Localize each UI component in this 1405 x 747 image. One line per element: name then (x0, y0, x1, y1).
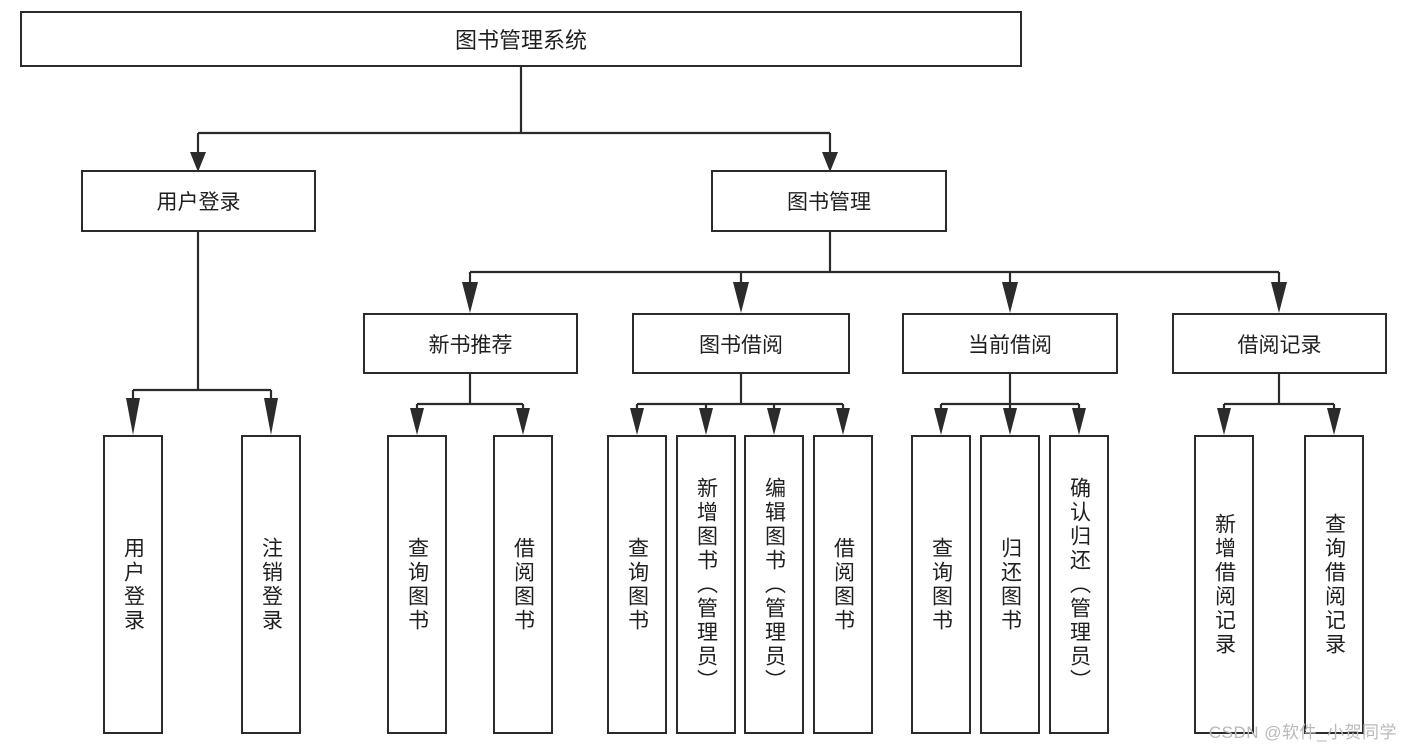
leaf-user-login-login[interactable]: 用户登录 (103, 435, 163, 734)
arrowhead-leaf-borrow-records-0 (1217, 408, 1231, 435)
arrowhead-leaf-current-borrow-2 (1072, 408, 1086, 435)
node-book-borrow[interactable]: 图书借阅 (632, 313, 850, 374)
arrowhead-level3-2 (1002, 282, 1018, 313)
leaf-book-borrow-query-book[interactable]: 查询图书 (607, 435, 667, 734)
leaf-label: 归还图书 (998, 536, 1022, 633)
arrowhead-leaf-book-borrow-0 (630, 408, 644, 435)
leaf-book-borrow-add-book-admin[interactable]: 新增图书（管理员） (676, 435, 736, 734)
arrowhead-user-login (190, 152, 206, 172)
leaf-label: 编辑图书（管理员） (762, 476, 786, 693)
arrowhead-leaf-new-book-1 (516, 408, 530, 435)
leaf-current-borrow-confirm-return-admin[interactable]: 确认归还（管理员） (1049, 435, 1109, 734)
leaf-current-borrow-query-book[interactable]: 查询图书 (911, 435, 971, 734)
arrowhead-leaf-user-login-0 (126, 398, 140, 435)
arrowhead-leaf-book-borrow-2 (767, 408, 781, 435)
node-user-login[interactable]: 用户登录 (81, 170, 316, 232)
leaf-user-login-logout[interactable]: 注销登录 (241, 435, 301, 734)
arrowhead-book-manage (822, 152, 838, 172)
arrowhead-level3-1 (733, 282, 749, 313)
node-current-borrow-label: 当前借阅 (968, 333, 1052, 357)
leaf-label: 借阅图书 (831, 536, 855, 633)
leaf-label: 确认归还（管理员） (1067, 476, 1091, 693)
leaf-book-borrow-edit-book-admin[interactable]: 编辑图书（管理员） (744, 435, 804, 734)
leaf-label: 借阅图书 (511, 536, 535, 633)
node-book-management-label: 图书管理 (787, 191, 871, 214)
leaf-label: 查询图书 (405, 536, 429, 633)
leaf-label: 查询图书 (625, 536, 649, 633)
node-borrow-records[interactable]: 借阅记录 (1172, 313, 1387, 374)
arrowhead-leaf-new-book-0 (410, 408, 424, 435)
leaf-label: 新增图书（管理员） (694, 476, 718, 693)
leaf-new-book-borrow-book[interactable]: 借阅图书 (493, 435, 553, 734)
node-new-book-recommend-label: 新书推荐 (428, 333, 513, 357)
leaf-label: 新增借阅记录 (1212, 512, 1236, 657)
node-root-label: 图书管理系统 (454, 28, 587, 53)
leaf-current-borrow-return-book[interactable]: 归还图书 (980, 435, 1040, 734)
arrowhead-leaf-book-borrow-3 (836, 408, 850, 435)
leaf-borrow-records-query-record[interactable]: 查询借阅记录 (1304, 435, 1364, 734)
arrowhead-leaf-current-borrow-1 (1003, 408, 1017, 435)
leaf-label: 查询借阅记录 (1322, 512, 1346, 657)
arrowhead-leaf-current-borrow-0 (934, 408, 948, 435)
arrowhead-level3-0 (462, 282, 478, 313)
node-book-borrow-label: 图书借阅 (699, 333, 783, 357)
leaf-label: 查询图书 (929, 536, 953, 633)
leaf-book-borrow-borrow-book[interactable]: 借阅图书 (813, 435, 873, 734)
arrowhead-leaf-borrow-records-1 (1327, 408, 1341, 435)
arrowhead-leaf-user-login-1 (264, 398, 278, 435)
arrowhead-leaf-book-borrow-1 (699, 408, 713, 435)
leaf-label: 注销登录 (259, 536, 283, 633)
leaf-new-book-query-book[interactable]: 查询图书 (387, 435, 447, 734)
leaf-borrow-records-add-record[interactable]: 新增借阅记录 (1194, 435, 1254, 734)
node-borrow-records-label: 借阅记录 (1237, 333, 1322, 357)
node-current-borrow[interactable]: 当前借阅 (902, 313, 1118, 374)
leaf-label: 用户登录 (121, 536, 145, 633)
node-new-book-recommend[interactable]: 新书推荐 (363, 313, 578, 374)
node-book-management[interactable]: 图书管理 (711, 170, 947, 232)
arrowhead-level3-3 (1271, 282, 1287, 313)
node-root-book-management-system[interactable]: 图书管理系统 (20, 11, 1022, 67)
node-user-login-label: 用户登录 (156, 191, 241, 214)
csdn-watermark: CSDN @软件_小贺同学 (1208, 723, 1397, 742)
